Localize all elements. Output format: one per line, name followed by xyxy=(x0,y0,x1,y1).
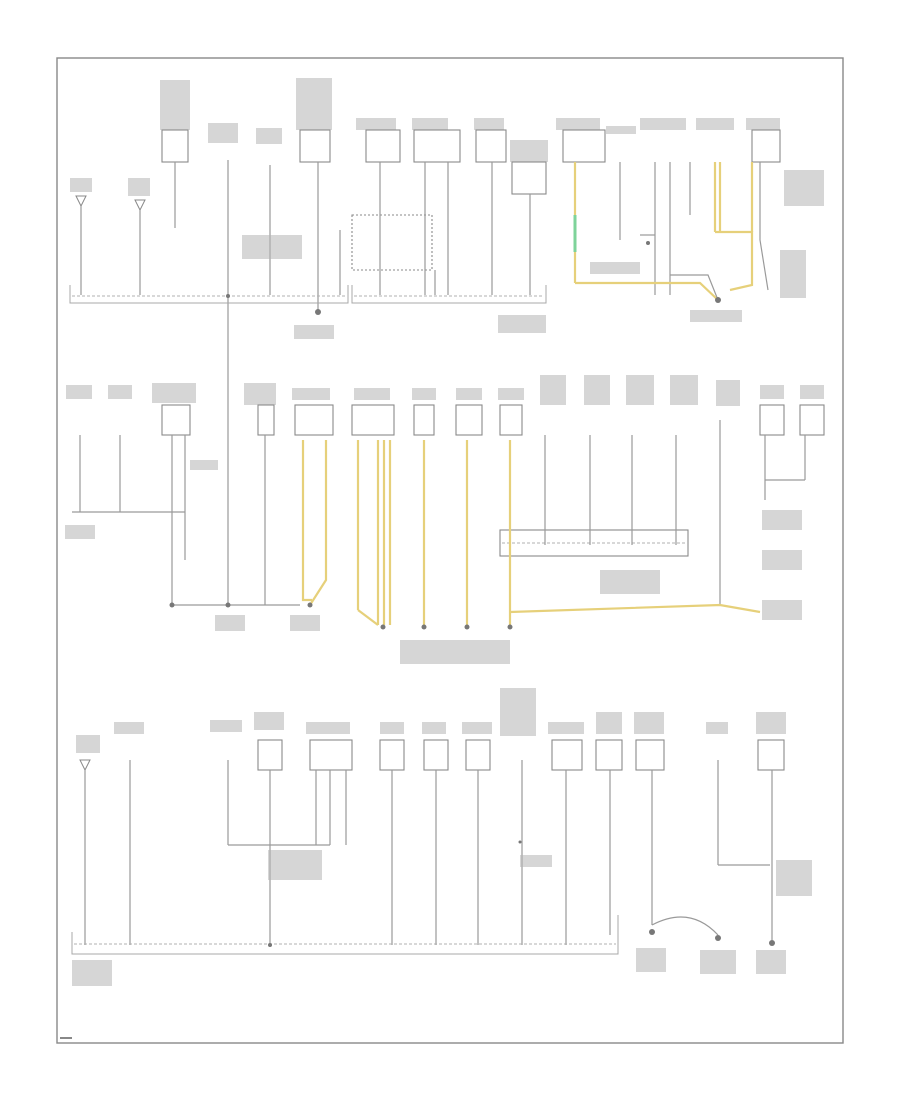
bottom-ground-symbol xyxy=(79,759,91,772)
top-connector-g xyxy=(562,129,606,163)
top-splice-bus xyxy=(69,285,547,304)
bottom-connector-f xyxy=(551,739,583,771)
top-connector-f xyxy=(511,161,547,195)
middle-connector-h xyxy=(759,404,785,436)
middle-ground-nodes xyxy=(169,602,513,630)
bottom-connector-i xyxy=(757,739,785,771)
bottom-section xyxy=(71,688,812,986)
middle-connector-g xyxy=(499,404,523,436)
top-connector-e xyxy=(475,129,507,163)
bottom-component-labels xyxy=(76,688,786,753)
bottom-connector-a xyxy=(257,739,283,771)
middle-ground-labels xyxy=(65,460,802,664)
top-connector-a xyxy=(161,129,189,163)
bottom-connector-c xyxy=(379,739,405,771)
middle-connector-a xyxy=(161,404,191,436)
bottom-ground-nodes xyxy=(268,840,775,947)
bottom-ground-labels xyxy=(72,850,812,986)
middle-wires xyxy=(72,360,806,606)
top-connector-b xyxy=(299,129,331,163)
diagram-frame xyxy=(56,57,844,1044)
bottom-wires xyxy=(84,760,773,945)
top-section xyxy=(69,78,824,360)
bottom-ground-link xyxy=(651,916,719,936)
middle-section xyxy=(65,360,825,664)
middle-connector-d xyxy=(351,404,395,436)
top-connector-d xyxy=(413,129,461,163)
bottom-connector-g xyxy=(595,739,623,771)
corner-mark xyxy=(60,1037,72,1039)
bottom-connector-h xyxy=(635,739,665,771)
middle-connector-b xyxy=(257,404,275,436)
top-ground-labels xyxy=(242,170,824,339)
top-colored-wires xyxy=(573,162,754,301)
top-connector-c xyxy=(365,129,401,163)
top-ground-symbol-1 xyxy=(75,195,87,208)
middle-connector-i xyxy=(799,404,825,436)
top-ground-symbol-2 xyxy=(134,199,146,212)
middle-connector-c xyxy=(294,404,334,436)
bottom-connector-b xyxy=(309,739,353,771)
top-junction-box xyxy=(351,214,433,271)
top-component-labels xyxy=(70,78,780,196)
bottom-splice-bus xyxy=(71,915,619,955)
bottom-connector-d xyxy=(423,739,449,771)
middle-yellow-wires xyxy=(301,440,761,626)
middle-connector-f xyxy=(455,404,483,436)
top-connector-h xyxy=(751,129,781,163)
middle-connector-e xyxy=(413,404,435,436)
middle-component-labels xyxy=(66,375,824,406)
top-splice-nodes xyxy=(226,241,721,315)
top-wires xyxy=(80,160,769,360)
bottom-connector-e xyxy=(465,739,491,771)
